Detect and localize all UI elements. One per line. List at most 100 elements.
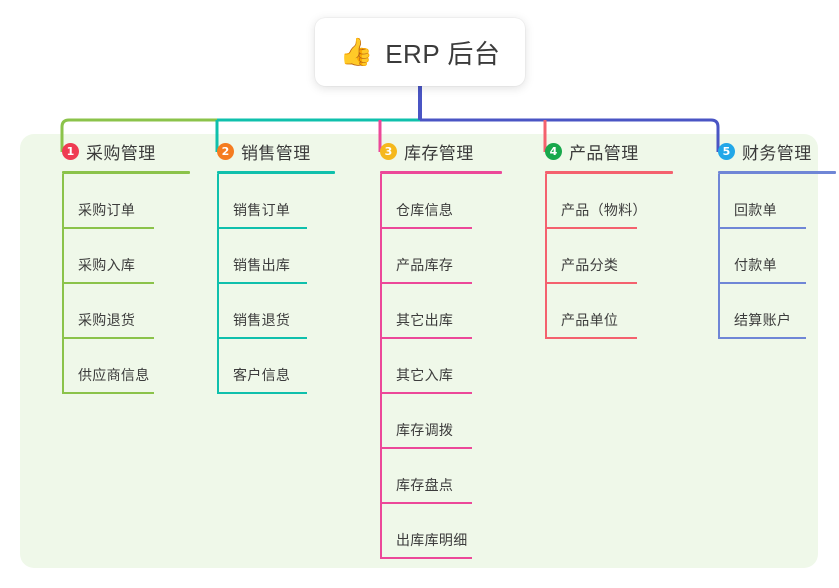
branch-item[interactable]: 产品（物料） xyxy=(545,174,673,229)
branch-item[interactable]: 销售出库 xyxy=(217,229,335,284)
branch-item[interactable]: 采购入库 xyxy=(62,229,190,284)
branch-item[interactable]: 销售订单 xyxy=(217,174,335,229)
branch-item-rule xyxy=(62,392,154,394)
branch-title-4: 产品管理 xyxy=(569,143,639,163)
branch-item[interactable]: 回款单 xyxy=(718,174,836,229)
branch-header-3[interactable]: 3 库存管理 xyxy=(360,134,502,168)
branch-header-2[interactable]: 2 销售管理 xyxy=(197,134,335,168)
branch-item-label: 结算账户 xyxy=(734,312,792,328)
branch-column-5: 5 财务管理回款单付款单结算账户 xyxy=(698,134,836,339)
branch-item-rule xyxy=(62,227,154,229)
branch-item-label: 采购退货 xyxy=(78,312,136,328)
branch-item-rule xyxy=(217,227,307,229)
branch-title-3: 库存管理 xyxy=(404,143,474,163)
branch-item[interactable]: 仓库信息 xyxy=(380,174,502,229)
branch-item-rule xyxy=(380,392,472,394)
branch-spine-5 xyxy=(718,174,720,339)
branch-item[interactable]: 结算账户 xyxy=(718,284,836,339)
branch-item-label: 销售出库 xyxy=(233,257,291,273)
root-node[interactable]: 👍 ERP 后台 xyxy=(315,18,525,86)
thumbs-up-icon: 👍 xyxy=(339,36,374,68)
branch-items-4: 产品（物料） 产品分类产品单位 xyxy=(525,174,673,339)
branch-item-label: 仓库信息 xyxy=(396,202,454,218)
branch-item-label: 出库库明细 xyxy=(396,532,468,548)
branch-item[interactable]: 产品分类 xyxy=(545,229,673,284)
branch-item-label: 库存盘点 xyxy=(396,477,454,493)
branch-badge-1: 1 xyxy=(62,142,79,160)
branch-item[interactable]: 产品单位 xyxy=(545,284,673,339)
branch-item-label: 采购入库 xyxy=(78,257,136,273)
branch-item[interactable]: 其它出库 xyxy=(380,284,502,339)
root-title: ERP 后台 xyxy=(385,38,501,69)
branch-items-2: 销售订单销售出库销售退货客户信息 xyxy=(197,174,335,394)
branch-item-rule xyxy=(380,227,472,229)
branch-item-label: 客户信息 xyxy=(233,367,291,383)
branch-column-1: 1 采购管理采购订单采购入库采购退货供应商信息 xyxy=(42,134,190,394)
branch-spine-3 xyxy=(380,174,382,559)
branch-badge-4: 4 xyxy=(545,142,562,160)
branch-header-4[interactable]: 4 产品管理 xyxy=(525,134,673,168)
branch-item-rule xyxy=(380,282,472,284)
branch-rule-3 xyxy=(380,171,502,174)
branch-item[interactable]: 客户信息 xyxy=(217,339,335,394)
branch-item-label: 其它入库 xyxy=(396,367,454,383)
branch-item[interactable]: 供应商信息 xyxy=(62,339,190,394)
branch-items-3: 仓库信息产品库存其它出库其它入库库存调拨库存盘点出库库明细 xyxy=(360,174,502,559)
branch-item[interactable]: 库存调拨 xyxy=(380,394,502,449)
branch-item-rule xyxy=(62,337,154,339)
branch-item-rule xyxy=(718,282,806,284)
branch-header-5[interactable]: 5 财务管理 xyxy=(698,134,836,168)
branch-item-label: 销售订单 xyxy=(233,202,291,218)
branch-badge-5: 5 xyxy=(718,142,735,160)
branch-item-label: 供应商信息 xyxy=(78,367,150,383)
branch-item-rule xyxy=(380,447,472,449)
branch-item-label: 产品分类 xyxy=(561,257,619,273)
branch-item[interactable]: 付款单 xyxy=(718,229,836,284)
branch-item-label: 产品（物料） xyxy=(561,202,647,218)
branch-items-1: 采购订单采购入库采购退货供应商信息 xyxy=(42,174,190,394)
branch-item-rule xyxy=(217,282,307,284)
branch-item-label: 回款单 xyxy=(734,202,777,218)
branch-item-rule xyxy=(718,337,806,339)
branch-column-2: 2 销售管理销售订单销售出库销售退货客户信息 xyxy=(197,134,335,394)
branch-rule-1 xyxy=(62,171,190,174)
branch-item-label: 付款单 xyxy=(734,257,777,273)
branch-item-rule xyxy=(718,227,806,229)
branch-column-3: 3 库存管理仓库信息产品库存其它出库其它入库库存调拨库存盘点出库库明细 xyxy=(360,134,502,559)
branch-item-rule xyxy=(217,337,307,339)
branch-item-rule xyxy=(380,337,472,339)
branch-item-rule xyxy=(380,557,472,559)
branch-item[interactable]: 产品库存 xyxy=(380,229,502,284)
branch-badge-2: 2 xyxy=(217,142,234,160)
branch-item-rule xyxy=(62,282,154,284)
branch-spine-4 xyxy=(545,174,547,339)
branch-items-5: 回款单付款单结算账户 xyxy=(698,174,836,339)
branch-item-rule xyxy=(217,392,307,394)
branch-rule-2 xyxy=(217,171,335,174)
branch-item-label: 采购订单 xyxy=(78,202,136,218)
branch-item-label: 产品库存 xyxy=(396,257,454,273)
branch-spine-2 xyxy=(217,174,219,394)
branch-title-1: 采购管理 xyxy=(86,143,156,163)
branch-item-rule xyxy=(545,282,637,284)
branch-item-rule xyxy=(545,337,637,339)
branch-item-rule xyxy=(545,227,637,229)
branch-item[interactable]: 销售退货 xyxy=(217,284,335,339)
branches-panel xyxy=(20,134,818,568)
branch-item[interactable]: 出库库明细 xyxy=(380,504,502,559)
branch-title-5: 财务管理 xyxy=(742,143,812,163)
branch-item-rule xyxy=(380,502,472,504)
branch-item-label: 产品单位 xyxy=(561,312,619,328)
branch-spine-1 xyxy=(62,174,64,394)
branch-item-label: 其它出库 xyxy=(396,312,454,328)
branch-item[interactable]: 库存盘点 xyxy=(380,449,502,504)
branch-badge-3: 3 xyxy=(380,142,397,160)
branch-header-1[interactable]: 1 采购管理 xyxy=(42,134,190,168)
branch-item-label: 销售退货 xyxy=(233,312,291,328)
branch-title-2: 销售管理 xyxy=(241,143,311,163)
branch-item[interactable]: 采购退货 xyxy=(62,284,190,339)
branch-column-4: 4 产品管理产品（物料） 产品分类产品单位 xyxy=(525,134,673,339)
branch-item[interactable]: 其它入库 xyxy=(380,339,502,394)
branch-item[interactable]: 采购订单 xyxy=(62,174,190,229)
